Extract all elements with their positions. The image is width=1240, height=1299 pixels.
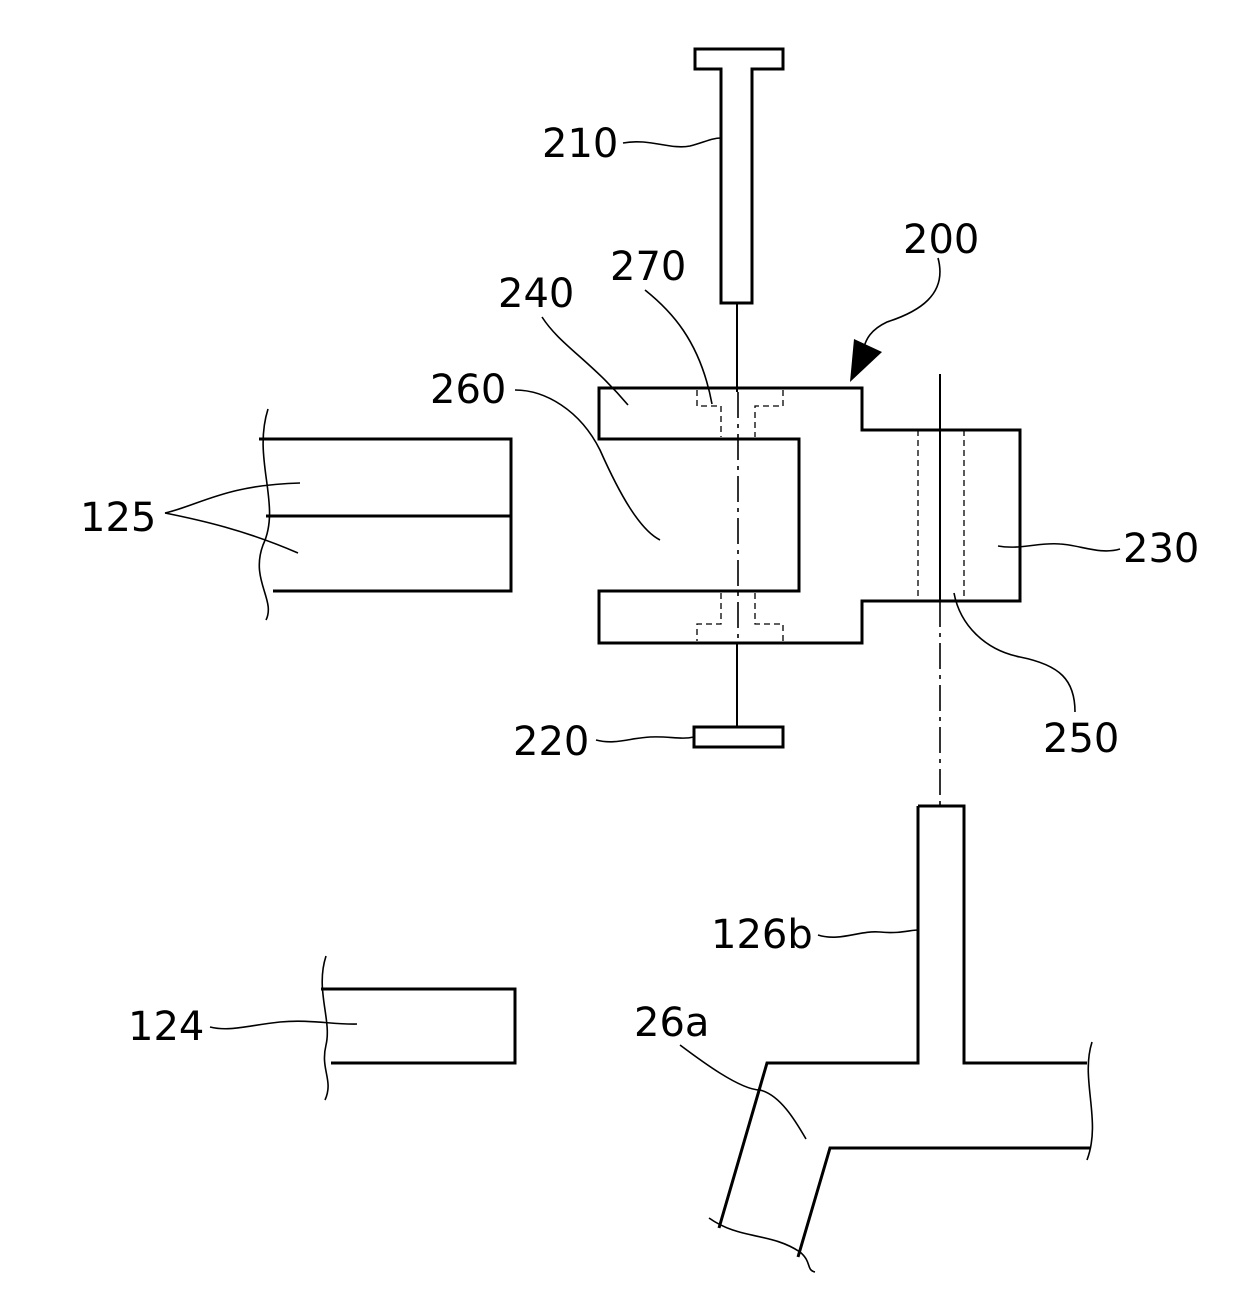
label-26a: 26a xyxy=(634,1000,709,1046)
arrow-200 xyxy=(850,258,940,382)
label-260: 260 xyxy=(430,367,506,413)
leader-124 xyxy=(210,1021,357,1029)
label-200: 200 xyxy=(903,217,979,263)
label-124: 124 xyxy=(128,1004,204,1050)
leader-230 xyxy=(998,544,1120,551)
leader-260 xyxy=(515,390,660,540)
pin-220 xyxy=(694,643,783,747)
leader-126b xyxy=(818,930,918,937)
label-220: 220 xyxy=(513,719,589,765)
label-210: 210 xyxy=(542,121,618,167)
label-240: 240 xyxy=(498,271,574,317)
pin-210 xyxy=(695,49,783,392)
leader-125a xyxy=(165,483,300,513)
block-124 xyxy=(321,956,515,1100)
label-230: 230 xyxy=(1123,526,1199,572)
bushing-270-lower xyxy=(697,593,783,641)
leader-26a xyxy=(680,1045,806,1139)
shaft-126b-and-fork-26a xyxy=(709,806,1092,1272)
reference-labels: 210 200 270 240 260 125 230 220 250 126b… xyxy=(80,121,1199,1050)
leader-250 xyxy=(954,593,1075,712)
plates-125 xyxy=(259,409,511,620)
label-270: 270 xyxy=(610,244,686,290)
label-126b: 126b xyxy=(711,912,813,958)
label-125: 125 xyxy=(80,495,156,541)
leader-240 xyxy=(542,317,628,405)
leader-210 xyxy=(623,138,721,147)
leader-220 xyxy=(596,737,694,742)
bore-250 xyxy=(918,374,964,601)
leader-125b xyxy=(165,513,298,553)
label-250: 250 xyxy=(1043,716,1119,762)
